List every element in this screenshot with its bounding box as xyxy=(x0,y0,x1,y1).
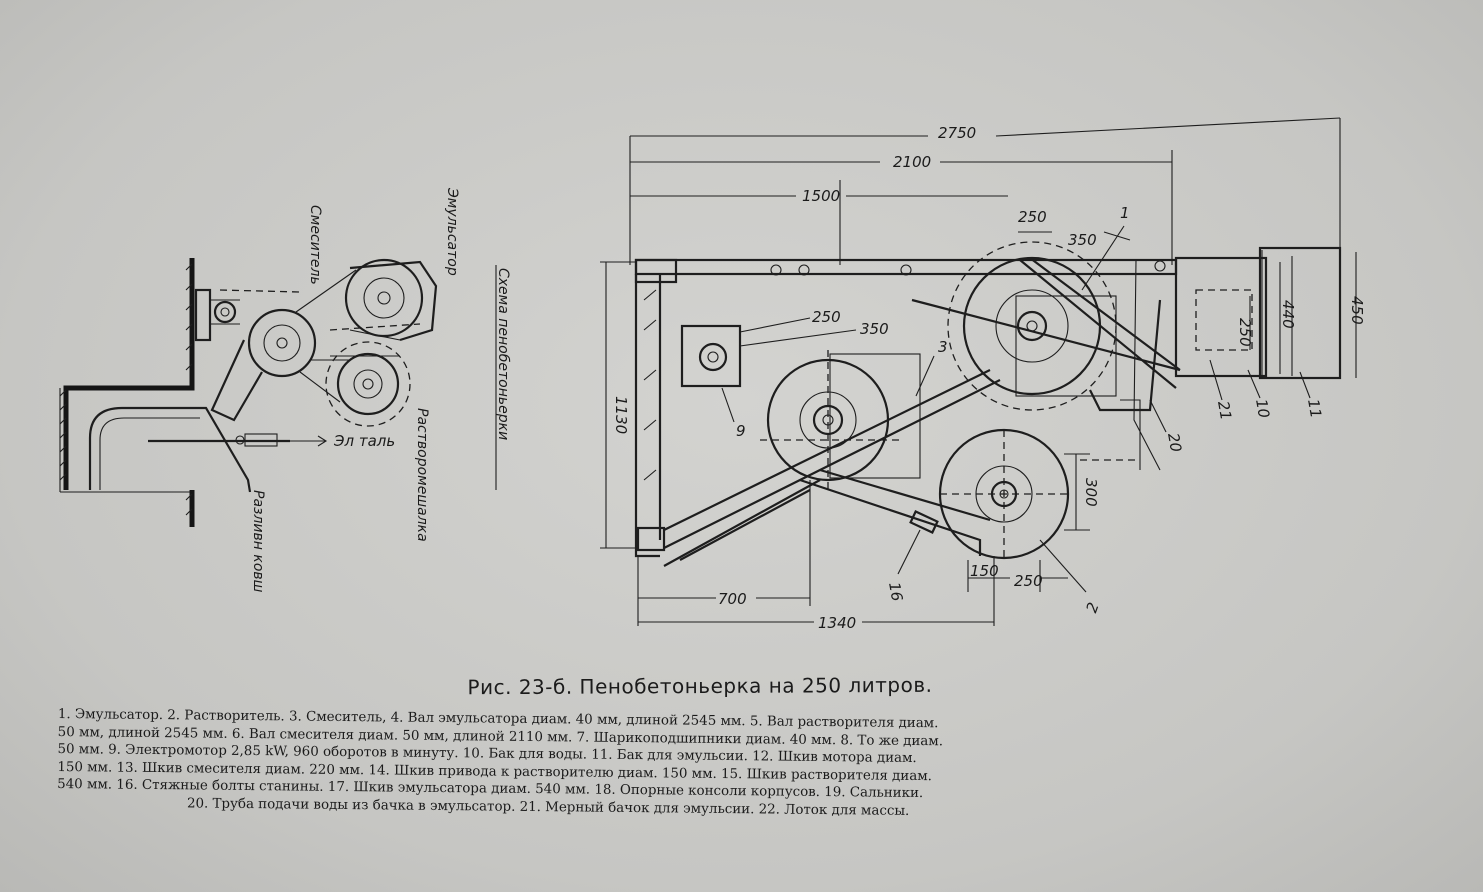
dimension-lines-top xyxy=(629,117,1341,265)
dim-250-mid: 250 xyxy=(812,308,841,326)
water-tank xyxy=(1174,256,1268,378)
emulsator-drum xyxy=(344,258,424,338)
dimension-lines-bottom xyxy=(637,480,1068,626)
label-mixer: Смеситель xyxy=(307,205,323,285)
label-emulsator: Эмульсатор xyxy=(444,187,460,276)
electric-motor xyxy=(680,324,742,388)
callout-2: 2 xyxy=(1082,600,1102,615)
figure-legend: 1. Эмульсатор. 2. Растворитель. 3. Смеси… xyxy=(57,706,1398,825)
mixer-drum xyxy=(247,308,317,378)
dim-450: 450 xyxy=(1348,296,1366,325)
dim-300: 300 xyxy=(1082,478,1100,507)
dim-250-top: 250 xyxy=(1018,208,1047,226)
label-hoist: Эл таль xyxy=(333,432,395,450)
callout-11: 11 xyxy=(1304,398,1325,420)
emulsator-wheel xyxy=(962,256,1102,396)
callout-20: 20 xyxy=(1164,432,1185,454)
frame-top-beam xyxy=(634,258,1178,276)
dim-350-top: 350 xyxy=(1068,231,1097,249)
dim-2750: 2750 xyxy=(938,124,976,142)
callout-10: 10 xyxy=(1252,398,1273,420)
emulsion-tank xyxy=(1258,246,1342,380)
solution-mixer-drum xyxy=(336,352,400,416)
pit-wall xyxy=(63,258,195,490)
dim-2100: 2100 xyxy=(893,153,931,171)
callout-21: 21 xyxy=(1214,400,1235,422)
dim-1130: 1130 xyxy=(612,396,630,434)
ladle xyxy=(88,406,252,493)
dim-1500: 1500 xyxy=(802,187,840,205)
dim-250-right: 250 xyxy=(1236,318,1254,347)
figure-caption-title: Рис. 23-б. Пенобетоньерка на 250 литров. xyxy=(467,672,933,700)
callout-9: 9 xyxy=(736,422,746,440)
dim-150: 150 xyxy=(970,562,999,580)
dim-440: 440 xyxy=(1279,300,1297,329)
assembly-drawing: 2750 2100 1500 250 350 1130 9 2 xyxy=(600,117,1366,632)
dim-250-bottom: 250 xyxy=(1014,572,1043,590)
label-ladle: Разливн ковш xyxy=(250,490,266,593)
dim-700: 700 xyxy=(718,590,747,608)
label-solution-mixer: Растворомешалка xyxy=(414,408,430,542)
schematic: Схема пенобетоньерки Эмульсатор Смесител… xyxy=(59,187,511,593)
dim-1340: 1340 xyxy=(818,614,856,632)
callout-3: 3 xyxy=(938,338,948,356)
mixer-wheel xyxy=(766,358,890,482)
callout-16: 16 xyxy=(885,581,906,603)
callout-1: 1 xyxy=(1120,204,1130,222)
dim-350-mid: 350 xyxy=(860,320,889,338)
schematic-title: Схема пенобетоньерки xyxy=(495,268,511,440)
